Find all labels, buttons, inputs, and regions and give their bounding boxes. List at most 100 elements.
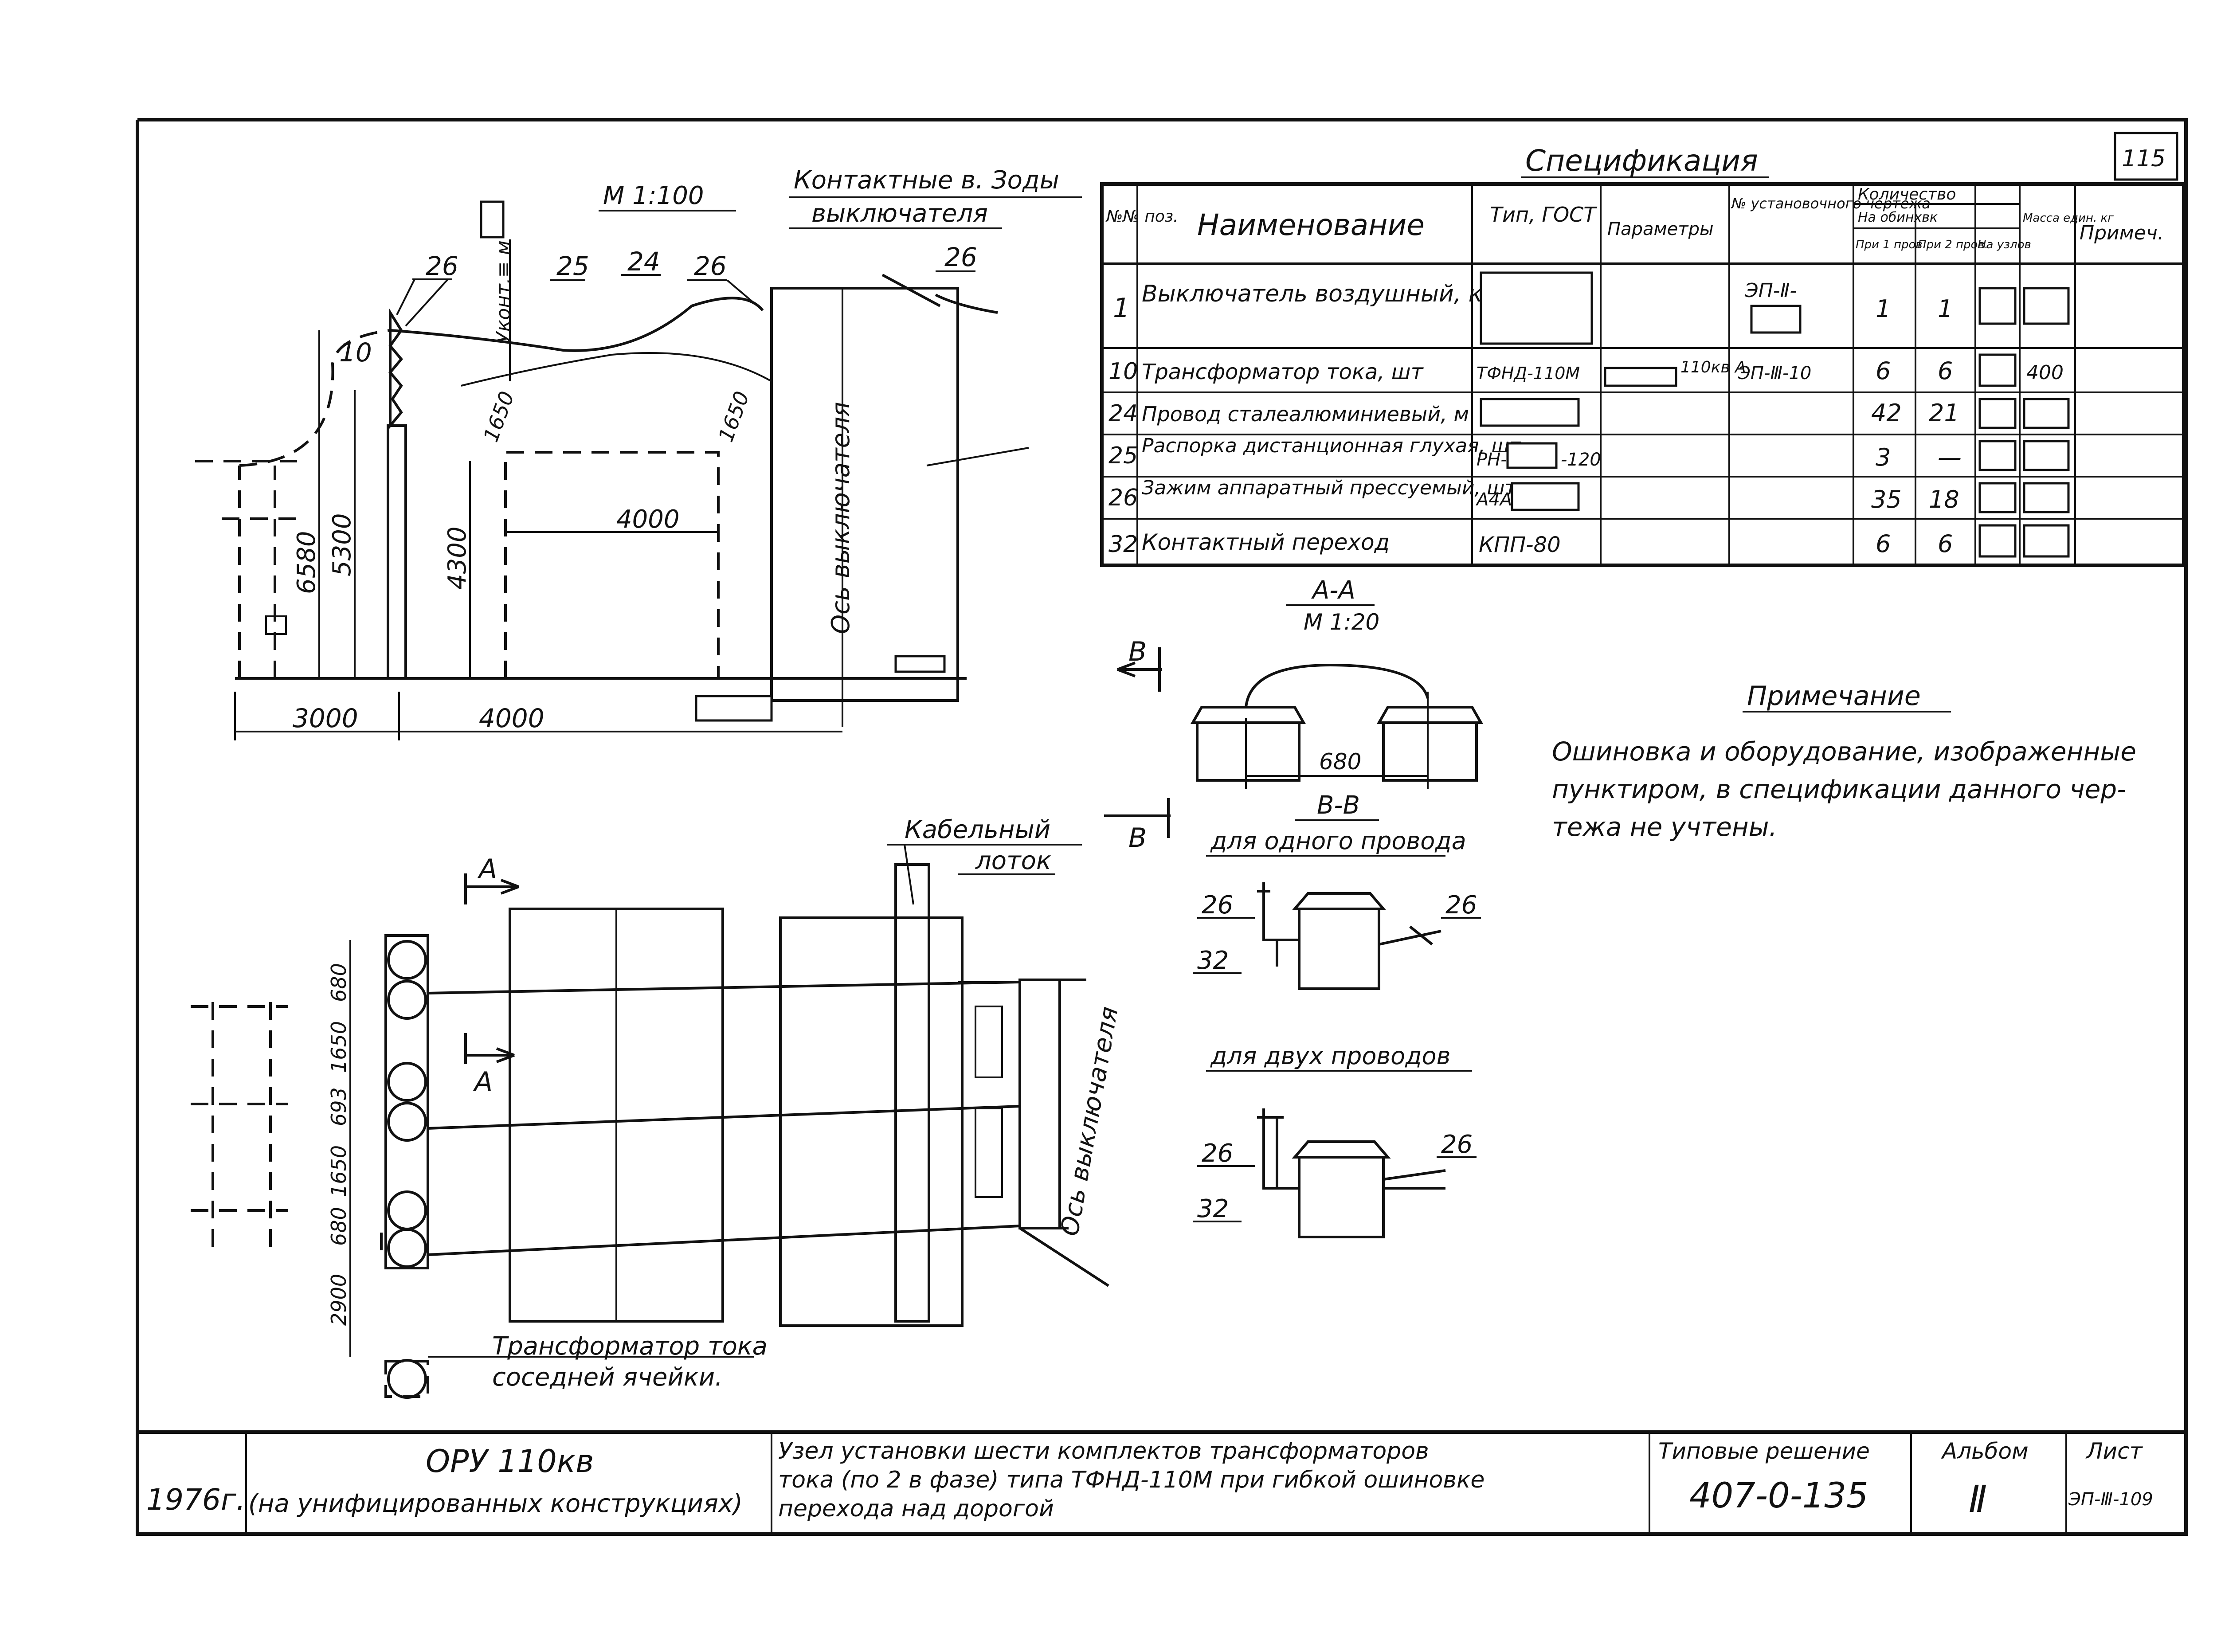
row1-type-box bbox=[1480, 271, 1593, 345]
note-line-3: тежа не учтены. bbox=[1552, 812, 1777, 842]
breaker-leader bbox=[926, 447, 1029, 466]
conductor-sag bbox=[390, 297, 764, 352]
section-a-bottom: А bbox=[473, 1066, 493, 1097]
bb1-left-clamp bbox=[1257, 882, 1299, 967]
callout-24: 24 bbox=[627, 247, 660, 277]
bb1-callout-32: 32 bbox=[1197, 946, 1229, 975]
cable-tray-leader bbox=[904, 844, 914, 905]
ct-circle-4 bbox=[387, 1102, 427, 1142]
section-bb-one: для одного провода bbox=[1210, 827, 1466, 855]
row3-pos: 24 bbox=[1108, 400, 1138, 427]
row4-name: Распорка дистанционная глухая, шт. bbox=[1142, 435, 1527, 457]
tb-sheet-label: Лист bbox=[2085, 1438, 2143, 1464]
bb1-ct bbox=[1292, 892, 1387, 990]
callout-26-b: 26 bbox=[694, 251, 727, 281]
marker-b-top-arrow bbox=[1116, 647, 1162, 692]
section-bb-two-drawing: 26 32 26 bbox=[1193, 1108, 1477, 1238]
label-contacts: Контактные в. Зоды bbox=[794, 166, 1059, 195]
tb-album-value: Ⅱ bbox=[1969, 1477, 1987, 1521]
tb-typical-code: 407-0-135 bbox=[1689, 1476, 1868, 1516]
tb-typical-label: Типовые решение bbox=[1658, 1438, 1870, 1464]
row6-pos: 32 bbox=[1108, 531, 1138, 558]
row2-pos: 10 bbox=[1108, 358, 1138, 385]
row5-q1: 35 bbox=[1871, 485, 1902, 513]
left-portal-box bbox=[265, 615, 287, 635]
hdr-qty-on: На обинхвк bbox=[1858, 210, 1938, 225]
aa-jumper bbox=[1245, 663, 1429, 708]
row4-unit-box bbox=[1978, 440, 2017, 471]
row6-q1: 6 bbox=[1876, 530, 1891, 558]
page-number: 115 bbox=[2122, 145, 2166, 172]
plan-breaker-axis bbox=[1019, 979, 1109, 1287]
row1-q1: 1 bbox=[1876, 295, 1891, 323]
tb-sheet-value: ЭП-Ⅲ-109 bbox=[2068, 1489, 2153, 1510]
row3-q1: 42 bbox=[1871, 399, 1902, 427]
plan-dim-1650-a: 1650 bbox=[327, 1021, 351, 1073]
note-line-2: пунктиром, в спецификации данного чер- bbox=[1552, 774, 2126, 804]
bb1-callout-26-left: 26 bbox=[1202, 891, 1233, 920]
page-number-box bbox=[2114, 132, 2178, 181]
row4-q2: — bbox=[1938, 443, 1962, 471]
row4-q1: 3 bbox=[1876, 443, 1891, 471]
label-ct-2: соседней ячейки. bbox=[492, 1363, 723, 1392]
hdr-qty: Количество bbox=[1858, 185, 1956, 204]
plan-dim-693: 693 bbox=[327, 1087, 351, 1126]
section-a-top-mark bbox=[464, 873, 520, 904]
section-a-top: А bbox=[477, 853, 497, 885]
label-cable-tray-2: лоток bbox=[975, 846, 1051, 875]
row3-name: Провод сталеалюминиевый, м bbox=[1142, 402, 1469, 426]
outer-frame-left bbox=[136, 118, 2188, 1536]
breaker-plate bbox=[894, 655, 946, 673]
note-line-1: Ошиновка и оборудование, изображенные bbox=[1552, 736, 2136, 767]
row2-params: 110кв А bbox=[1680, 358, 1746, 376]
plan-breaker-box-2 bbox=[975, 1108, 1003, 1198]
note-title: Примечание bbox=[1747, 681, 1921, 712]
row1-pos: 1 bbox=[1113, 293, 1130, 324]
plan-dim-680-b: 680 bbox=[327, 1207, 351, 1246]
row6-unit-box bbox=[1978, 524, 2017, 558]
callout-25: 25 bbox=[556, 251, 589, 281]
row1-mass-box bbox=[2023, 287, 2070, 325]
section-bb-one-drawing: 26 32 26 bbox=[1193, 882, 1481, 990]
row1-drawing: ЭП-Ⅱ- bbox=[1744, 279, 1797, 302]
row1-drawing-box bbox=[1750, 305, 1802, 334]
section-aa-title: А-А bbox=[1311, 576, 1355, 605]
ct-circle-2 bbox=[387, 980, 427, 1020]
clearance-envelope bbox=[504, 451, 720, 678]
tb-album-label: Альбом bbox=[1941, 1438, 2029, 1464]
row1-q2: 1 bbox=[1938, 295, 1953, 323]
scale-main: М 1:100 bbox=[603, 181, 704, 210]
bb2-left-clamp bbox=[1257, 1108, 1299, 1190]
plan-left-dashed bbox=[191, 1002, 383, 1255]
aa-ct-left bbox=[1190, 706, 1306, 782]
marker-b-bottom-arrow bbox=[1104, 798, 1171, 838]
row5-name: Зажим аппаратный прессуемый, шт. bbox=[1142, 477, 1522, 499]
bb2-callout-32: 32 bbox=[1197, 1194, 1229, 1223]
dim-1650-right: 1650 bbox=[714, 388, 754, 445]
bb2-right-clamp bbox=[1383, 1169, 1446, 1190]
bb1-callout-26-right: 26 bbox=[1445, 891, 1477, 920]
ct-circle-5 bbox=[387, 1190, 427, 1230]
row2-q1: 6 bbox=[1876, 357, 1891, 385]
marker-b-bottom: В bbox=[1128, 822, 1147, 853]
row6-name: Контактный переход bbox=[1142, 529, 1390, 555]
hdr-type: Тип, ГОСТ bbox=[1490, 203, 1598, 227]
label-breaker: выключателя bbox=[811, 199, 988, 228]
row5-unit-box bbox=[1978, 482, 2017, 513]
hdr-name: Наименование bbox=[1197, 208, 1425, 242]
leader-26a bbox=[396, 279, 415, 315]
row4-pos: 25 bbox=[1108, 442, 1138, 469]
spec-table-border bbox=[1100, 182, 2186, 567]
row6-q2: 6 bbox=[1938, 530, 1953, 558]
label-cable-tray-1: Кабельный bbox=[905, 815, 1050, 844]
hdr-qty-unit: На узлов bbox=[1978, 238, 2031, 251]
ct-circles bbox=[387, 940, 427, 1399]
row2-mass: 400 bbox=[2026, 361, 2064, 384]
plan-breaker-block bbox=[1018, 979, 1061, 1229]
row3-q2: 21 bbox=[1929, 399, 1959, 427]
row3-unit-box bbox=[1978, 398, 2017, 429]
spec-table: №№ поз. Наименование Тип, ГОСТ Параметры… bbox=[1100, 182, 2186, 567]
plan-breaker-box-1 bbox=[975, 1006, 1003, 1078]
